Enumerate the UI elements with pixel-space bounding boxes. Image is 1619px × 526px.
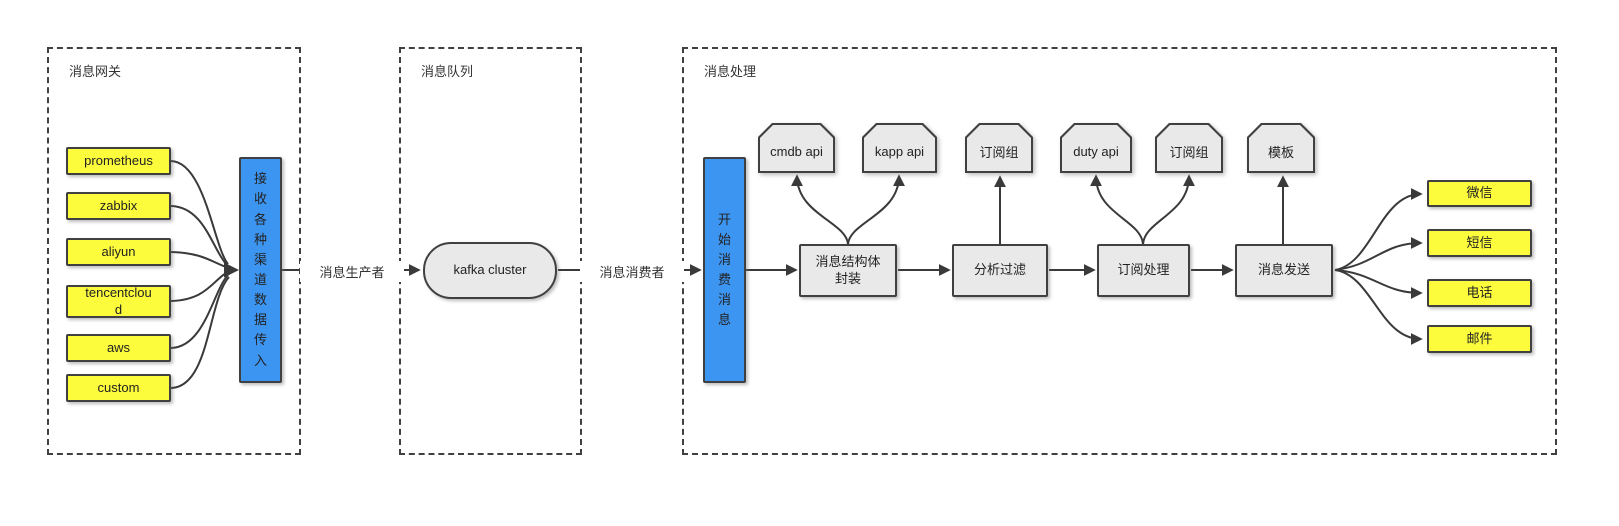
resource-card-template: 模板 (1247, 123, 1315, 173)
edge-label-producer: 消息生产者 (300, 261, 404, 282)
card-fill (1249, 125, 1313, 171)
consumer-label: 开始消费消息 (717, 211, 731, 328)
resource-card-subscribe-group: 订阅组 (965, 123, 1033, 173)
card-fill (864, 125, 935, 171)
resource-card-duty-api: duty api (1060, 123, 1132, 173)
card-fill (967, 125, 1031, 171)
source-node-zabbix: zabbix (66, 192, 171, 220)
edge-label-consumer: 消息消费者 (580, 261, 684, 282)
resource-card-cmdb-api: cmdb api (758, 123, 835, 173)
group-message-queue: 消息队列 (399, 47, 582, 455)
card-fill (760, 125, 833, 171)
source-node-aliyun: aliyun (66, 238, 171, 266)
card-label: kapp api (874, 143, 925, 159)
step-node-message-struct-wrap: 消息结构体封装 (799, 244, 897, 297)
card-label: duty api (1073, 143, 1119, 159)
group-message-gateway: 消息网关 (47, 47, 301, 455)
group-title-gateway: 消息网关 (69, 64, 122, 79)
card-label: 订阅组 (979, 144, 1019, 160)
consumer-node: 开始消费消息 (703, 157, 746, 383)
receiver-label: 接收各种渠道数据传入 (253, 171, 267, 368)
card-fill (1062, 125, 1130, 171)
receiver-node: 接收各种渠道数据传入 (239, 157, 282, 383)
card-label: 订阅组 (1169, 144, 1209, 160)
channel-node-sms: 短信 (1427, 229, 1532, 257)
resource-card-kapp-api: kapp api (862, 123, 937, 173)
step-node-message-send: 消息发送 (1235, 244, 1333, 297)
group-message-processing: 消息处理 (682, 47, 1557, 455)
channel-node-email: 邮件 (1427, 325, 1532, 353)
card-label: 模板 (1267, 144, 1294, 160)
kafka-cluster-node: kafka cluster (423, 242, 557, 299)
group-title-queue: 消息队列 (421, 64, 474, 79)
step-node-analyze-filter: 分析过滤 (952, 244, 1048, 297)
source-node-tencentcloud: tencentcloud (66, 285, 171, 318)
source-node-custom: custom (66, 374, 171, 402)
source-node-aws: aws (66, 334, 171, 362)
source-node-prometheus: prometheus (66, 147, 171, 175)
resource-card-subscribe-group-2: 订阅组 (1155, 123, 1223, 173)
channel-node-wechat: 微信 (1427, 180, 1532, 207)
step-node-subscription-handle: 订阅处理 (1097, 244, 1190, 297)
card-label: cmdb api (770, 143, 823, 159)
group-title-processing: 消息处理 (704, 64, 757, 79)
channel-node-phone: 电话 (1427, 279, 1532, 307)
card-fill (1157, 125, 1221, 171)
